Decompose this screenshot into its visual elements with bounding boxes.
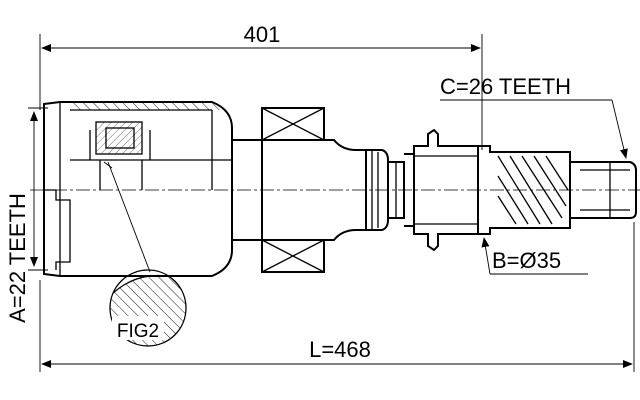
dimension-401-label: 401: [244, 22, 281, 47]
spline-teeth: [497, 155, 569, 225]
dimension-a-label: A=22 TEETH: [5, 193, 30, 323]
joint-housing: [43, 101, 233, 277]
callout-c-label: C=26 TEETH: [440, 74, 571, 99]
callout-c: C=26 TEETH: [440, 74, 628, 159]
fig2-label: FIG2: [117, 321, 159, 342]
dimension-a: A=22 TEETH: [5, 107, 48, 323]
dimension-l468-label: L=468: [309, 337, 371, 362]
dimension-401: 401: [39, 22, 483, 150]
fig2-detail: FIG2: [103, 161, 187, 347]
boot-ring: [232, 107, 367, 273]
shaft: [366, 128, 637, 252]
dimension-l468: L=468: [39, 222, 635, 372]
callout-b: B=Ø35: [481, 237, 588, 275]
callout-b-label: B=Ø35: [492, 248, 561, 273]
